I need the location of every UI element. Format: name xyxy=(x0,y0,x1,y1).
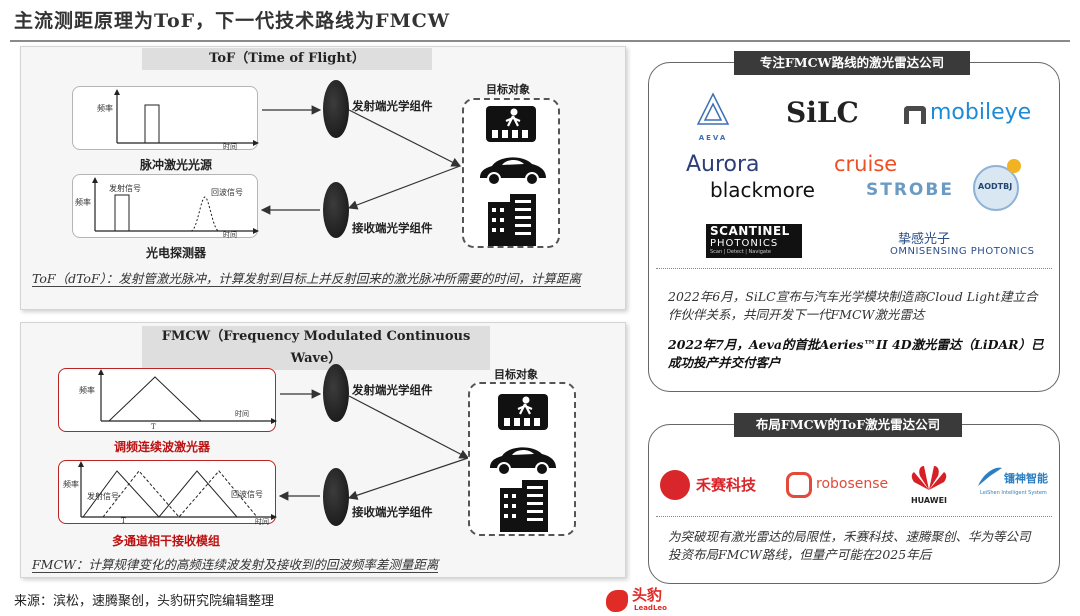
tof-companies-panel xyxy=(648,424,1060,584)
blackmore-logo: blackmore xyxy=(710,178,815,202)
pedestrian-crossing-icon xyxy=(498,394,548,430)
fmcw-laser-caption: 调频连续波激光器 xyxy=(114,440,211,454)
detector-echo-label: 回波信号 xyxy=(211,188,243,197)
tof-target-label: 目标对象 xyxy=(486,83,530,96)
tof-emit-component: 发射端光学组件 xyxy=(352,99,433,113)
fmcw-laser-period: T xyxy=(151,423,156,431)
fmcw-receiver-y-label: 频率 xyxy=(63,480,79,489)
omnisensing-logo-text-2: OMNISENSING PHOTONICS xyxy=(890,246,1035,257)
fmcw-news-1: 2022年6月，SiLC宣布与汽车光学模块制造商Cloud Light建立合作伙… xyxy=(668,289,1038,322)
leopard-icon xyxy=(606,590,628,612)
pulse-caption: 脉冲激光光源 xyxy=(140,158,213,172)
pulse-y-label: 频率 xyxy=(97,104,113,113)
hesai-logo-text: 禾赛科技 xyxy=(696,476,757,494)
fmcw-receiver-x-label: 时间 xyxy=(255,518,269,526)
aodtbj-logo: AODTBJ xyxy=(972,156,1028,212)
tof-note: ToF（dToF）：发射管激光脉冲，计算发射到目标上并反射回来的激光脉冲所需要的… xyxy=(32,270,618,287)
fmcw-receiver-chart: 频率 发射信号 回波信号 T 时间 xyxy=(58,460,277,526)
cruise-logo: cruise xyxy=(834,152,898,176)
scantinel-logo: SCANTINEL PHOTONICS Scan | Detect | Navi… xyxy=(706,224,802,258)
pulse-x-label: 时间 xyxy=(223,143,237,151)
source-note: 来源：滨松，速腾聚创，头豹研究院编辑整理 xyxy=(14,594,275,609)
aeva-logo-text: AEVA xyxy=(698,134,728,142)
fmcw-laser-x-label: 时间 xyxy=(235,410,249,418)
building-icon xyxy=(500,480,548,532)
omnisensing-logo-text-1: 挚感光子 xyxy=(898,232,951,247)
detector-y-label: 频率 xyxy=(75,198,91,207)
detector-emit-label: 发射信号 xyxy=(109,184,141,193)
car-icon xyxy=(490,447,556,476)
leishen-logo-icon xyxy=(978,467,1002,486)
car-icon xyxy=(480,157,546,186)
page-title: 主流测距原理为ToF，下一代技术路线为FMCW xyxy=(14,10,451,32)
fmcw-companies-header: 专注FMCW路线的激光雷达公司 xyxy=(734,51,970,75)
building-icon xyxy=(488,194,536,246)
mobileye-mark-icon xyxy=(904,106,926,124)
fmcw-receiver-emit: 发射信号 xyxy=(87,492,119,501)
tof-companies-note: 为突破现有激光雷达的局限性，禾赛科技、速腾聚创、华为等公司投资布局FMCW路线，… xyxy=(668,529,1031,562)
aeva-logo-icon xyxy=(696,92,730,125)
huawei-logo-text: HUAWEI xyxy=(910,496,948,505)
fmcw-laser-y-label: 频率 xyxy=(79,386,95,395)
fmcw-receiver-svg xyxy=(78,461,277,520)
fmcw-laser-chart: 频率 T 时间 xyxy=(58,368,277,432)
fmcw-companies-divider xyxy=(656,268,1052,269)
fmcw-target-label: 目标对象 xyxy=(494,368,538,381)
tof-header: ToF（Time of Flight） xyxy=(142,48,432,70)
pulse-chart: 频率 时间 xyxy=(72,86,259,151)
aodtbj-logo-icon xyxy=(973,159,1021,211)
aurora-logo: Aurora xyxy=(686,152,760,177)
fmcw-emit-lens-icon xyxy=(323,364,349,422)
mobileye-logo-text: mobileye xyxy=(930,100,1032,125)
fmcw-receiver-period: T xyxy=(121,517,126,525)
aodtbj-logo-text: AODTBJ xyxy=(978,182,1013,191)
fmcw-receive-lens-icon xyxy=(323,468,349,526)
leishen-logo-text-2: LeiShen Intelligent System xyxy=(980,490,1047,496)
robosense-mark-icon xyxy=(786,472,812,498)
emit-lens-icon xyxy=(323,80,349,138)
tof-note-text: ToF（dToF）：发射管激光脉冲，计算发射到目标上并反射回来的激光脉冲所需要的… xyxy=(32,271,581,287)
title-divider xyxy=(10,40,1070,42)
aeva-logo: AEVA xyxy=(690,90,736,142)
fmcw-receiver-echo: 回波信号 xyxy=(231,490,263,499)
fmcw-header: FMCW（Frequency Modulated Continuous Wave… xyxy=(142,326,490,370)
fmcw-laser-svg xyxy=(98,369,277,424)
huawei-logo: HUAWEI xyxy=(906,462,952,505)
tof-companies-header: 布局FMCW的ToF激光雷达公司 xyxy=(734,413,962,437)
detector-chart: 频率 发射信号 回波信号 时间 xyxy=(72,174,259,239)
hesai-mark-icon xyxy=(660,470,690,500)
leishen-logo: 镭神智能 LeiShen Intelligent System xyxy=(976,462,1048,496)
fmcw-emit-component: 发射端光学组件 xyxy=(352,383,433,397)
robosense-logo-text: robosense xyxy=(816,476,889,492)
fmcw-note-text: FMCW：计算规律变化的高频连续波发射及接收到的回波频率差测量距离 xyxy=(32,557,439,573)
detector-x-label: 时间 xyxy=(223,231,237,239)
detector-caption: 光电探测器 xyxy=(146,246,207,260)
tof-target-box xyxy=(462,98,560,248)
brand-name: 头豹 xyxy=(632,586,663,604)
fmcw-receive-component: 接收端光学组件 xyxy=(352,505,433,519)
fmcw-receiver-caption: 多通道相干接收模组 xyxy=(112,534,221,548)
tof-target-icons xyxy=(480,106,546,246)
detector-chart-svg xyxy=(92,177,259,234)
brand-sub: LeadLeo xyxy=(634,604,667,612)
leishen-logo-text-1: 镭神智能 xyxy=(1004,472,1048,485)
fmcw-note: FMCW：计算规律变化的高频连续波发射及接收到的回波频率差测量距离 xyxy=(32,556,618,573)
fmcw-arrows xyxy=(278,389,470,501)
scantinel-logo-text-3: Scan | Detect | Navigate xyxy=(710,249,771,255)
tof-receive-component: 接收端光学组件 xyxy=(352,221,433,235)
receive-lens-icon xyxy=(323,182,349,238)
scantinel-logo-text-1: SCANTINEL xyxy=(710,224,790,238)
scantinel-logo-text-2: PHOTONICS xyxy=(710,238,779,249)
pulse-chart-svg xyxy=(114,89,259,146)
tof-arrows xyxy=(260,105,462,215)
silc-logo: SiLC xyxy=(786,96,859,129)
fmcw-news-2: 2022年7月，Aeva的首批Aeries™II 4D激光雷达（LiDAR）已成… xyxy=(668,337,1044,370)
huawei-logo-icon xyxy=(911,466,947,490)
strobe-logo: STROBE xyxy=(866,180,954,200)
fmcw-target-icons xyxy=(490,394,556,532)
tof-companies-divider xyxy=(656,516,1052,517)
pedestrian-crossing-icon xyxy=(486,106,536,142)
fmcw-target-box xyxy=(468,382,576,536)
